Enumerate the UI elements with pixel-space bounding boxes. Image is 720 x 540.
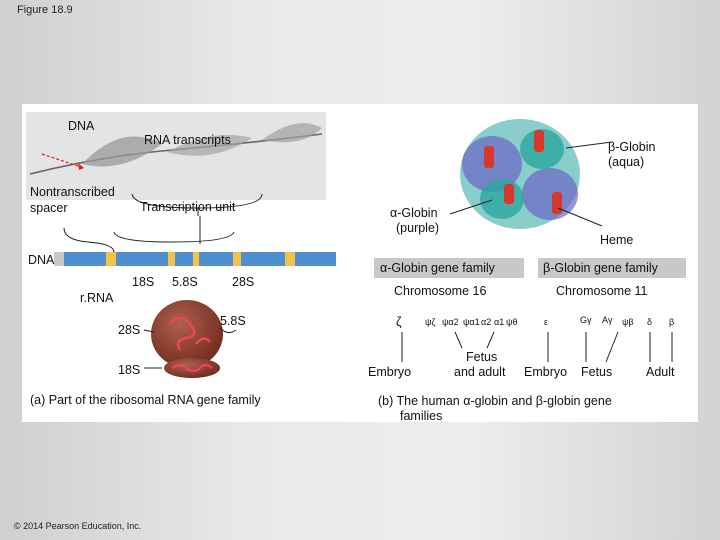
dna-bar <box>54 252 336 266</box>
heme-label: Heme <box>600 233 634 247</box>
stage-and-adult-label: and adult <box>454 365 506 379</box>
stage-fetus-beta: Fetus <box>581 365 613 379</box>
gene-58s-label: 5.8S <box>172 275 198 289</box>
panel-b-caption-line1: (b) The human α-globin and β-globin gene <box>378 394 612 408</box>
beta-globin-color-label: (aqua) <box>608 155 645 169</box>
gene-delta: δ <box>647 317 653 327</box>
gene-psi-theta: ψθ <box>506 317 518 327</box>
figure-drawing <box>26 112 686 378</box>
gene-alpha1: α1 <box>494 317 505 327</box>
beta-family-label: β-Globin gene family <box>543 261 658 275</box>
stage-arrows <box>401 331 673 363</box>
gene-28s-label: 28S <box>232 275 255 289</box>
stage-embryo-beta: Embryo <box>524 365 568 379</box>
gene-psi-alpha2: ψα2 <box>442 317 459 327</box>
stage-adult: Adult <box>646 365 675 379</box>
gene-a-gamma: Aγ <box>602 315 613 325</box>
gene-psi-beta: ψβ <box>622 317 634 327</box>
gene-18s-label: 18S <box>132 275 155 289</box>
rrna-label: r.RNA <box>80 291 114 305</box>
product-58s-label: 5.8S <box>220 314 246 328</box>
nontranscribed-spacer-label: Nontranscribed <box>30 185 115 199</box>
gene-psi-alpha1: ψα1 <box>463 317 480 327</box>
alpha-family-label: α-Globin gene family <box>380 261 495 275</box>
rna-transcripts-label: RNA transcripts <box>144 133 231 147</box>
chromosome-16-label: Chromosome 16 <box>394 284 487 298</box>
chromosome-11-label: Chromosome 11 <box>556 284 648 298</box>
panel-b-caption-line2: families <box>400 409 443 423</box>
gene-epsilon: ε <box>544 317 549 327</box>
dna-label: DNA <box>28 253 55 267</box>
gene-alpha2: α2 <box>481 317 492 327</box>
transcription-unit-label: Transcription unit <box>140 200 236 214</box>
gene-psi-zeta: ψζ <box>425 317 436 327</box>
alpha-family-bar <box>374 258 524 278</box>
stage-embryo-alpha: Embryo <box>368 365 412 379</box>
spacer-label: spacer <box>30 201 68 215</box>
gene-zeta: ζ <box>396 315 402 329</box>
panel-a-caption: (a) Part of the ribosomal RNA gene famil… <box>30 393 261 407</box>
figure-panel: DNA RNA transcripts Nontranscribed space… <box>22 104 698 422</box>
beta-globin-label: β-Globin <box>608 140 656 154</box>
hemoglobin-structure <box>449 119 613 229</box>
product-18s-label: 18S <box>118 363 141 377</box>
ribosome-subunits <box>143 300 237 378</box>
micrograph-dna-label: DNA <box>68 119 95 133</box>
alpha-globin-label: α-Globin <box>390 206 438 220</box>
figure-label: Figure 18.9 <box>17 4 73 16</box>
gene-beta: β <box>669 317 675 327</box>
electron-micrograph <box>26 112 326 200</box>
alpha-globin-color-label: (purple) <box>396 221 440 235</box>
stage-fetus-label: Fetus <box>466 350 498 364</box>
beta-family-bar <box>538 258 686 278</box>
product-28s-label: 28S <box>118 323 141 337</box>
gene-g-gamma: Gγ <box>580 315 592 325</box>
copyright-notice: © 2014 Pearson Education, Inc. <box>14 521 142 531</box>
